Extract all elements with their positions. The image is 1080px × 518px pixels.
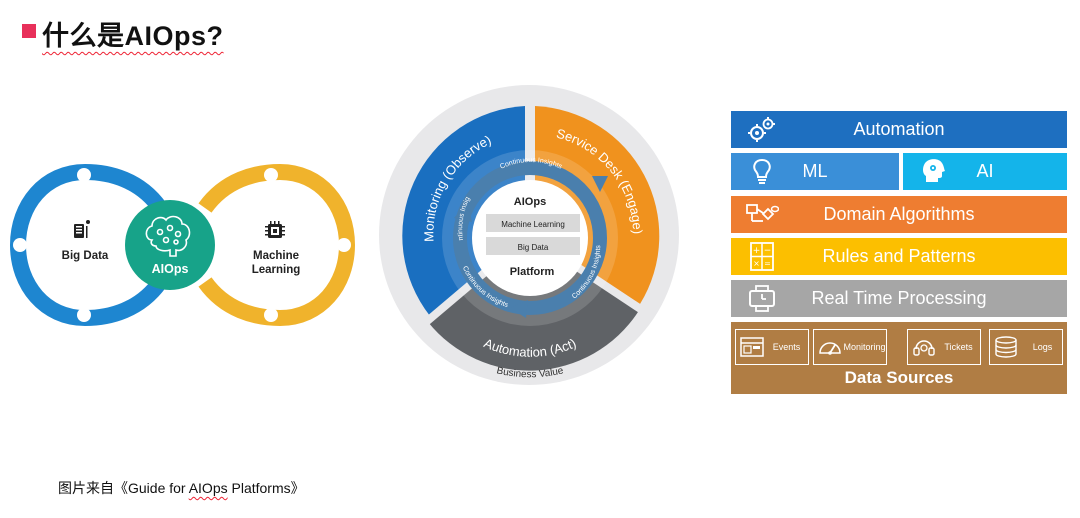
logs-label: Logs <box>1032 342 1053 352</box>
image-source-caption: 图片来自《Guide for AIOps Platforms》 <box>58 478 305 498</box>
monitoring-source-label: Monitoring <box>843 342 886 352</box>
caption-prefix: 图片来自《Guide for <box>58 480 189 496</box>
caption-suffix: Platforms》 <box>227 480 305 496</box>
data-source-events: Events <box>735 329 809 365</box>
data-source-logs: Logs <box>989 329 1063 365</box>
core-item-big-data: Big Data <box>518 243 549 252</box>
core-item-machine-learning: Machine Learning <box>501 220 565 229</box>
gauge-icon <box>819 342 841 355</box>
aiops-platform-diagram: Monitoring (Observe) Service Desk (Engag… <box>370 80 679 385</box>
domain-algorithms-layer: Domain Algorithms <box>731 196 1067 233</box>
loop-dot <box>264 308 278 322</box>
ml-layer: ML <box>731 153 899 190</box>
real-time-processing-label: Real Time Processing <box>811 288 987 308</box>
ml-layer-label: ML <box>802 161 828 181</box>
arrow-head <box>454 202 472 222</box>
real-time-processing-layer: Real Time Processing <box>731 280 1067 317</box>
continuous-insights-ring <box>453 161 607 315</box>
page-title: 什么是AIOps? <box>42 21 224 51</box>
loop-dot <box>77 168 91 182</box>
ai-head-icon <box>923 159 945 182</box>
lightbulb-icon <box>753 158 771 184</box>
events-icon <box>740 337 764 357</box>
svg-text:+: + <box>753 246 761 256</box>
svg-text:×: × <box>753 259 760 268</box>
caption-underlined: AIOps <box>188 480 228 496</box>
aiops-center-label: AIOps <box>152 262 189 276</box>
arrow-head <box>592 176 608 192</box>
events-label: Events <box>772 342 801 352</box>
automation-layer: Automation <box>731 111 1067 148</box>
machine-learning-label-line2: Learning <box>252 264 301 276</box>
arrow-head <box>510 300 528 318</box>
data-sources-label: Data Sources <box>844 368 954 387</box>
tickets-label: Tickets <box>944 342 973 352</box>
automation-layer-label: Automation <box>853 119 945 139</box>
data-source-tickets: Tickets <box>907 329 981 365</box>
data-sources-layer: Events Monitoring Tickets Logs Data Sour… <box>731 322 1067 394</box>
core-item-box <box>486 237 580 255</box>
aiops-infinity-diagram: Big Data AIOps Machine Learning <box>9 163 356 327</box>
rules-and-patterns-label: Rules and Patterns <box>822 246 976 266</box>
rules-and-patterns-layer: + − × = Rules and Patterns <box>731 238 1067 275</box>
data-source-monitoring: Monitoring <box>813 329 887 365</box>
core-title: AIOps <box>514 196 546 208</box>
calculator-icon: + − × = <box>750 242 774 271</box>
title-marker <box>22 24 36 38</box>
core-item-box <box>486 214 580 232</box>
brain-icon <box>145 215 191 257</box>
domain-algorithms-label: Domain Algorithms <box>823 204 975 224</box>
gears-icon <box>748 117 775 142</box>
stopwatch-icon <box>749 285 775 312</box>
machine-learning-label-line1: Machine <box>253 250 299 262</box>
ai-layer-label: AI <box>976 161 994 181</box>
big-data-label: Big Data <box>62 250 109 262</box>
loop-dot <box>337 238 351 252</box>
core-footer: Platform <box>510 266 555 278</box>
headset-icon <box>913 340 935 356</box>
loop-dot <box>264 168 278 182</box>
business-value-label: Business Value <box>496 365 565 380</box>
svg-text:−: − <box>764 246 772 256</box>
chip-icon <box>265 221 285 238</box>
database-icon <box>995 336 1017 358</box>
machine-learning-loop <box>198 163 356 327</box>
flowchart-icon <box>746 204 779 222</box>
aiops-center-circle <box>125 200 215 290</box>
big-data-loop <box>9 163 167 327</box>
loop-dot <box>77 308 91 322</box>
svg-text:=: = <box>764 259 771 268</box>
loop-dot <box>13 238 27 252</box>
ai-layer: AI <box>903 153 1067 190</box>
big-data-icon <box>74 220 90 238</box>
